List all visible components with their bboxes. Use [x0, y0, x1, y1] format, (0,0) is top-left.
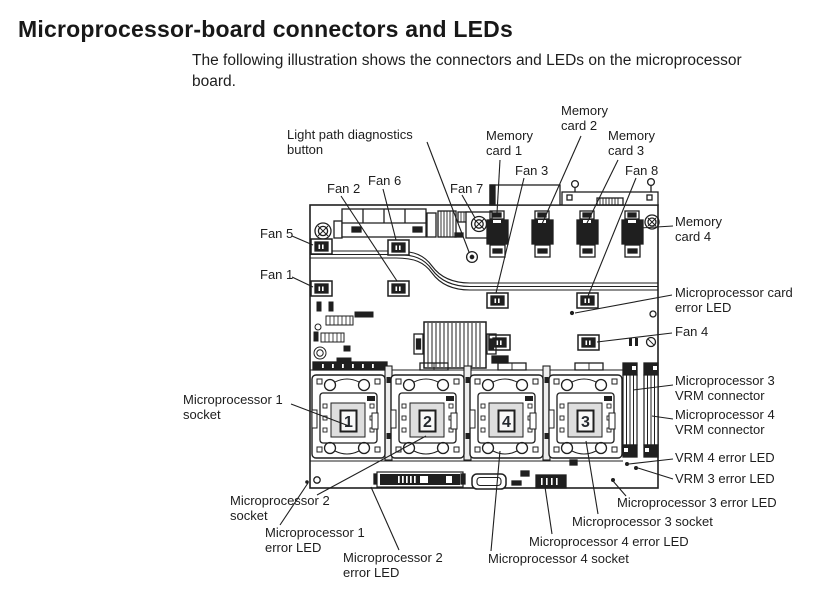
label-fan-3: Fan 3 [515, 163, 549, 178]
microprocessor-socket-modules: 1 2 4 3 [311, 374, 623, 459]
rear-panel [489, 177, 659, 206]
label-fan-4: Fan 4 [675, 324, 709, 339]
microprocessor-socket-module: 4 [469, 374, 544, 459]
microprocessor-card-error-led-dot [569, 310, 575, 316]
label-fan-1: Fan 1 [260, 267, 294, 282]
label-light-path-diagnostics-button: Light path diagnostics button [287, 127, 413, 157]
label-microprocessor-3-vrm-connector: Microprocessor 3 VRM connector [675, 373, 775, 403]
page-title: Microprocessor-board connectors and LEDs [18, 16, 513, 42]
label-vrm-4-error-led: VRM 4 error LED [675, 450, 775, 465]
label-vrm-3-error-led: VRM 3 error LED [675, 471, 775, 486]
top-bracket-assembly [314, 208, 493, 240]
socket-number: 1 [344, 414, 353, 431]
memory-card-connectors [486, 210, 660, 258]
socket-number: 4 [502, 414, 511, 431]
microprocessor-socket-module: 2 [390, 374, 465, 459]
fan-8-connector [576, 292, 599, 309]
vrm-connectors [622, 362, 659, 458]
label-fan-7: Fan 7 [450, 181, 484, 196]
fan-4-connector [577, 334, 600, 351]
label-memory-card-1: Memory card 1 [486, 128, 533, 158]
vrm-4-error-led-dot [625, 462, 629, 466]
fan-3-connector [486, 292, 509, 309]
fan-connectors [310, 238, 600, 351]
vrm-3-error-led-dot [634, 466, 638, 470]
led-dots [305, 310, 657, 484]
leader-lines [279, 135, 674, 552]
label-microprocessor-4-socket: Microprocessor 4 socket [488, 551, 629, 566]
label-microprocessor-1-error-led: Microprocessor 1 error LED [265, 525, 365, 555]
label-microprocessor-3-socket: Microprocessor 3 socket [572, 514, 713, 529]
microprocessor-4-vrm-connector [643, 362, 659, 458]
label-fan-6: Fan 6 [368, 173, 402, 188]
bottom-connectors [373, 459, 578, 490]
microprocessor-3-vrm-connector [622, 362, 638, 458]
microprocessor-socket-module: 1 [311, 374, 386, 459]
label-fan-8: Fan 8 [625, 163, 659, 178]
label-memory-card-2: Memory card 2 [561, 103, 608, 133]
label-microprocessor-2-error-led: Microprocessor 2 error LED [343, 550, 443, 580]
label-microprocessor-1-socket: Microprocessor 1 socket [183, 392, 283, 422]
socket-number: 3 [581, 414, 590, 431]
memory-card-1-connector [486, 210, 509, 258]
intro-text: The following illustration shows the con… [192, 52, 742, 91]
microprocessor-3-error-led-dot [611, 478, 615, 482]
label-microprocessor-3-error-led: Microprocessor 3 error LED [617, 495, 777, 510]
label-microprocessor-4-error-led: Microprocessor 4 error LED [529, 534, 689, 549]
fan-5-connector [310, 238, 333, 255]
fan-7-connector [488, 334, 511, 351]
fan-1-connector [310, 280, 333, 297]
fan-6-connector [387, 239, 410, 256]
label-microprocessor-2-socket: Microprocessor 2 socket [230, 493, 330, 523]
label-fan-2: Fan 2 [327, 181, 361, 196]
label-microprocessor-card-error-led: Microprocessor card error LED [675, 285, 793, 315]
label-memory-card-4: Memory card 4 [675, 214, 722, 244]
memory-card-3-connector [576, 210, 599, 258]
socket-number: 2 [423, 414, 432, 431]
memory-card-2-connector [531, 210, 554, 258]
memory-card-4-connector [621, 210, 644, 258]
microprocessor-socket-module: 3 [548, 374, 623, 459]
misc-components-left [313, 301, 374, 365]
heatsink [413, 321, 509, 369]
microprocessor-1-error-led-dot [305, 480, 309, 484]
label-microprocessor-4-vrm-connector: Microprocessor 4 VRM connector [675, 407, 775, 437]
fan-2-connector [387, 280, 410, 297]
light-path-diagnostics-button [465, 250, 479, 264]
label-memory-card-3: Memory card 3 [608, 128, 655, 158]
label-fan-5: Fan 5 [260, 226, 294, 241]
